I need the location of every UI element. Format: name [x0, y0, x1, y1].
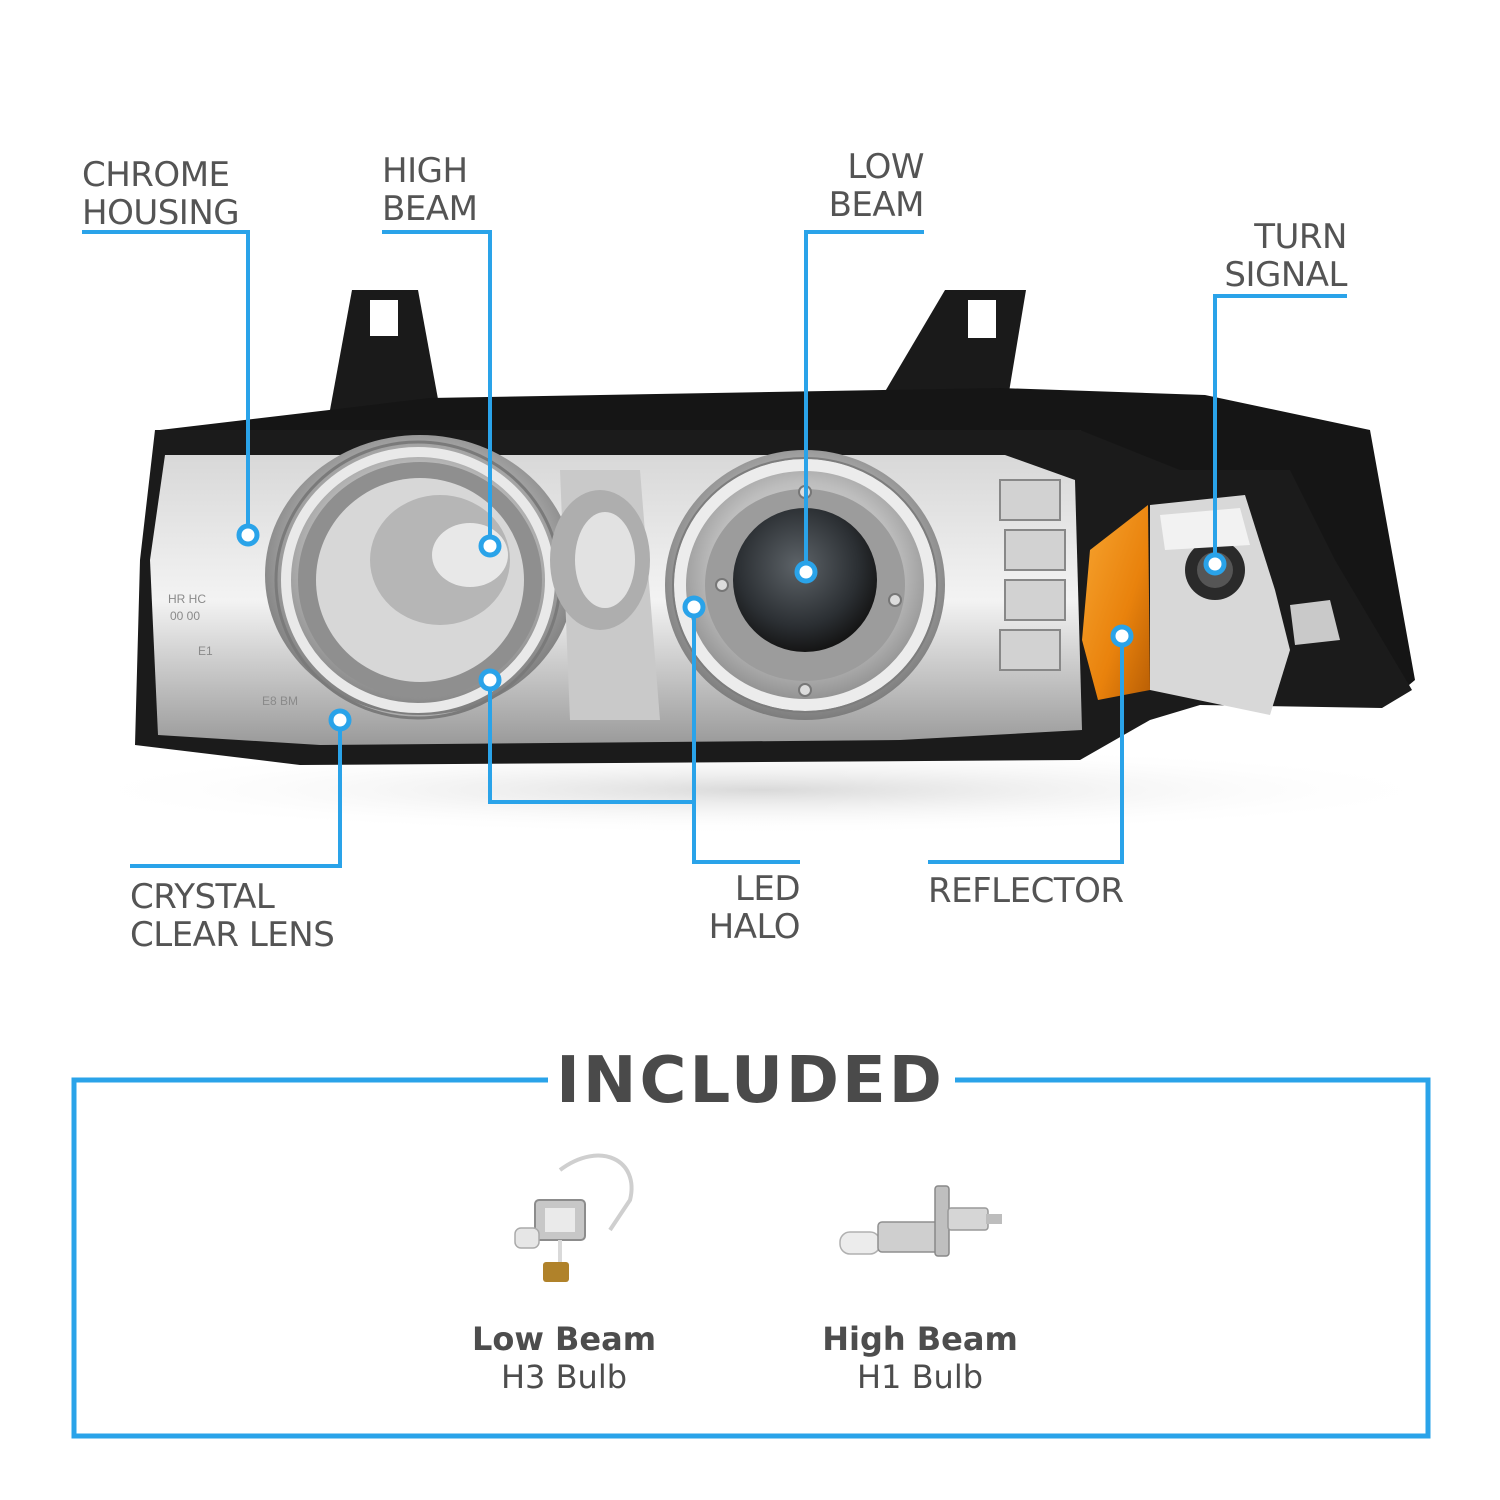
leader-chrome-housing — [82, 230, 250, 535]
bulb-type: H3 Bulb — [500, 1358, 628, 1396]
leader-led-halo — [488, 680, 694, 804]
svg-text:HR HC: HR HC — [168, 592, 206, 606]
bulb-name: High Beam — [822, 1320, 1018, 1358]
bulb-caption-low-beam: Low Beam H3 Bulb — [414, 1320, 714, 1396]
bulb-caption-high-beam: High Beam H1 Bulb — [770, 1320, 1070, 1396]
led-halo-ring-left — [281, 447, 555, 713]
leader-high-beam — [382, 230, 492, 546]
bulb-name: Low Beam — [471, 1320, 657, 1358]
dot-low-beam — [794, 560, 818, 584]
leader-turn-signal — [1213, 294, 1347, 564]
lens-markings: HR HC 00 00 E1 E8 BM — [168, 592, 298, 708]
label-low-beam: LOW BEAM — [828, 147, 925, 225]
dot-chrome-housing — [236, 523, 260, 547]
leader-low-beam — [804, 230, 924, 572]
h1-bulb-image — [839, 1185, 1002, 1257]
included-title: INCLUDED — [548, 1036, 953, 1126]
leader-crystal-lens — [130, 720, 342, 868]
dot-crystal-lens — [328, 708, 352, 732]
svg-text:00 00: 00 00 — [170, 609, 200, 623]
dot-led-halo-left — [478, 668, 502, 692]
label-crystal-clear-lens: CRYSTAL CLEAR LENS — [130, 877, 335, 955]
label-led-halo: LED HALO — [708, 869, 801, 947]
label-high-beam: HIGH BEAM — [382, 151, 478, 229]
amber-reflector — [1082, 505, 1150, 700]
dot-turn-signal — [1203, 552, 1227, 576]
turn-signal-chamber — [1150, 495, 1290, 715]
svg-text:E1: E1 — [198, 644, 213, 658]
bulb-type: H1 Bulb — [856, 1358, 984, 1396]
leader-led-halo-2 — [692, 607, 800, 864]
label-chrome-housing: CHROME HOUSING — [82, 155, 240, 233]
mounting-bracket-left — [330, 290, 440, 410]
label-reflector: REFLECTOR — [928, 871, 1124, 911]
dot-led-halo-right — [682, 595, 706, 619]
floor-shadow — [60, 745, 1460, 835]
reflector-fins — [999, 479, 1066, 671]
label-turn-signal: TURN SIGNAL — [1224, 217, 1347, 295]
svg-text:E8 BM: E8 BM — [262, 694, 298, 708]
leader-reflector — [928, 636, 1124, 864]
h3-bulb-image — [514, 1153, 634, 1282]
dot-reflector — [1110, 624, 1134, 648]
dot-high-beam — [478, 534, 502, 558]
